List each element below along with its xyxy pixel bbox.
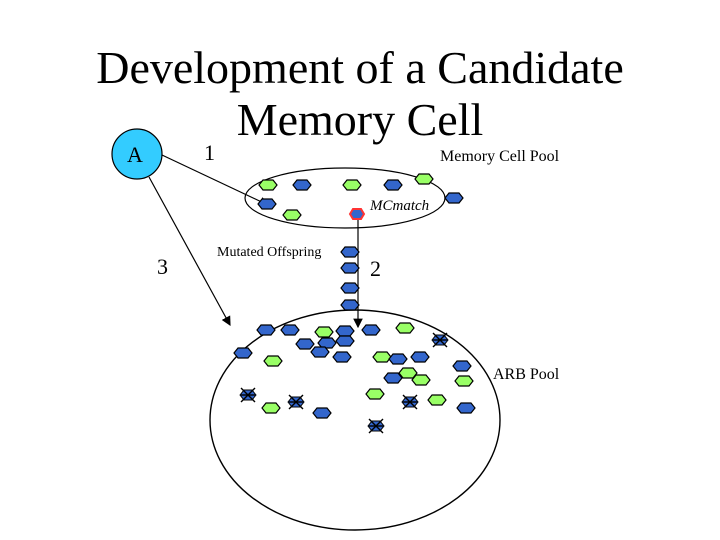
green-cell-icon xyxy=(372,351,392,363)
blue-cell-icon xyxy=(383,179,403,191)
memory-cell-pool-label: Memory Cell Pool xyxy=(440,148,560,165)
blue-cell-icon xyxy=(456,402,476,414)
mcmatch-label: MCmatch xyxy=(370,198,430,214)
arrow-step-3 xyxy=(148,176,231,327)
crossed-cell-icon xyxy=(367,418,385,434)
crossed-cell-icon xyxy=(431,332,449,348)
arb-pool-label: ARB Pool xyxy=(493,366,560,383)
blue-cell-icon xyxy=(444,192,464,204)
antigen-circle xyxy=(111,128,163,180)
mutated-offspring-label: Mutated Offspring xyxy=(217,245,322,260)
blue-cell-icon xyxy=(233,347,253,359)
green-cell-icon xyxy=(427,394,447,406)
green-cell-icon xyxy=(414,173,434,185)
blue-cell-icon xyxy=(383,372,403,384)
blue-cell-icon xyxy=(335,325,355,337)
step-1-label: 1 xyxy=(204,140,215,165)
blue-cell-icon xyxy=(256,324,276,336)
green-cell-icon xyxy=(258,179,278,191)
crossed-cell-icon xyxy=(401,394,419,410)
step-3-label: 3 xyxy=(157,254,168,279)
blue-cell-icon xyxy=(340,282,360,294)
blue-cell-icon xyxy=(340,262,360,274)
green-cell-icon xyxy=(342,179,362,191)
green-cell-icon xyxy=(282,209,302,221)
blue-cell-icon xyxy=(280,324,300,336)
arrow-step-1 xyxy=(161,154,270,206)
green-cell-icon xyxy=(263,355,283,367)
arb-pool-ellipse xyxy=(209,309,501,531)
blue-cell-icon xyxy=(388,353,408,365)
blue-cell-icon xyxy=(292,179,312,191)
blue-cell-icon xyxy=(452,360,472,372)
blue-cell-icon xyxy=(361,324,381,336)
mcmatch-cell-icon xyxy=(348,208,366,220)
title-line-2: Memory Cell xyxy=(236,94,484,145)
green-cell-icon xyxy=(261,402,281,414)
blue-cell-icon xyxy=(340,299,360,311)
blue-cell-icon xyxy=(257,198,277,210)
green-cell-icon xyxy=(314,326,334,338)
green-cell-icon xyxy=(395,322,415,334)
crossed-cell-icon xyxy=(287,394,305,410)
blue-cell-icon xyxy=(295,338,315,350)
title-line-1: Development of a Candidate xyxy=(96,42,624,93)
antigen-label: A xyxy=(127,142,143,167)
blue-cell-icon xyxy=(312,407,332,419)
blue-cell-icon xyxy=(332,351,352,363)
blue-cell-icon xyxy=(335,335,355,347)
blue-cell-icon xyxy=(310,346,330,358)
blue-cell-icon xyxy=(340,246,360,258)
green-cell-icon xyxy=(411,374,431,386)
blue-cell-icon xyxy=(410,351,430,363)
crossed-cell-icon xyxy=(239,387,257,403)
green-cell-icon xyxy=(365,388,385,400)
step-2-label: 2 xyxy=(370,256,381,281)
green-cell-icon xyxy=(454,375,474,387)
cell-group xyxy=(233,173,476,434)
